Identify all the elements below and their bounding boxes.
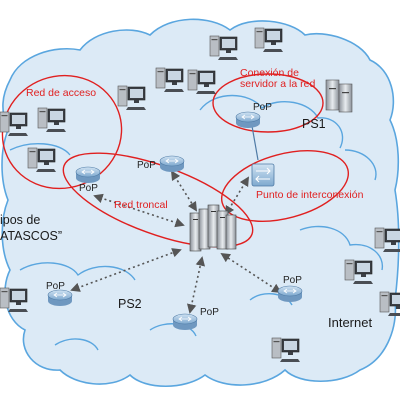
interconnection-ellipse xyxy=(220,150,350,222)
link-router-ps2-left xyxy=(70,248,182,292)
pop-label: PoP xyxy=(200,307,219,318)
access-network-ellipse xyxy=(1,74,123,190)
router-icon xyxy=(47,289,73,307)
internet-label: Internet xyxy=(328,315,372,330)
router-icon xyxy=(159,155,185,173)
interconnection-label: Punto de interconexión xyxy=(256,189,364,201)
central-server-cluster-icon xyxy=(189,204,237,252)
backbone-links xyxy=(70,170,282,314)
access-network-label: Red de acceso xyxy=(26,87,96,99)
router-icon xyxy=(75,166,101,184)
link-router-bottom xyxy=(186,256,206,314)
ps1-server-icon xyxy=(325,79,353,113)
backbone-label: Red troncal xyxy=(114,199,168,211)
pop-label: PoP xyxy=(137,160,156,171)
link-router-left xyxy=(93,193,185,228)
pop-label: PoP xyxy=(253,102,272,113)
pop-label: PoP xyxy=(46,281,65,292)
equipos-label-line1: ipos de xyxy=(0,213,40,227)
router-icon xyxy=(235,111,261,129)
router-icon xyxy=(172,313,198,331)
router-icon xyxy=(277,285,303,303)
equipos-label-line2: ATASCOS” xyxy=(0,229,62,243)
pop-label: PoP xyxy=(79,183,98,194)
pop-label: PoP xyxy=(283,275,302,286)
switch-icon xyxy=(251,163,275,187)
link-switch xyxy=(224,176,250,216)
server-connection-label-line2: servidor a la red xyxy=(240,78,315,90)
ps1-label: PS1 xyxy=(302,117,326,131)
link-router-right xyxy=(220,252,282,294)
server-connection-ellipse xyxy=(212,73,324,133)
server-connection-label-line1: Conexión de xyxy=(240,67,299,79)
ps2-label: PS2 xyxy=(118,297,142,311)
